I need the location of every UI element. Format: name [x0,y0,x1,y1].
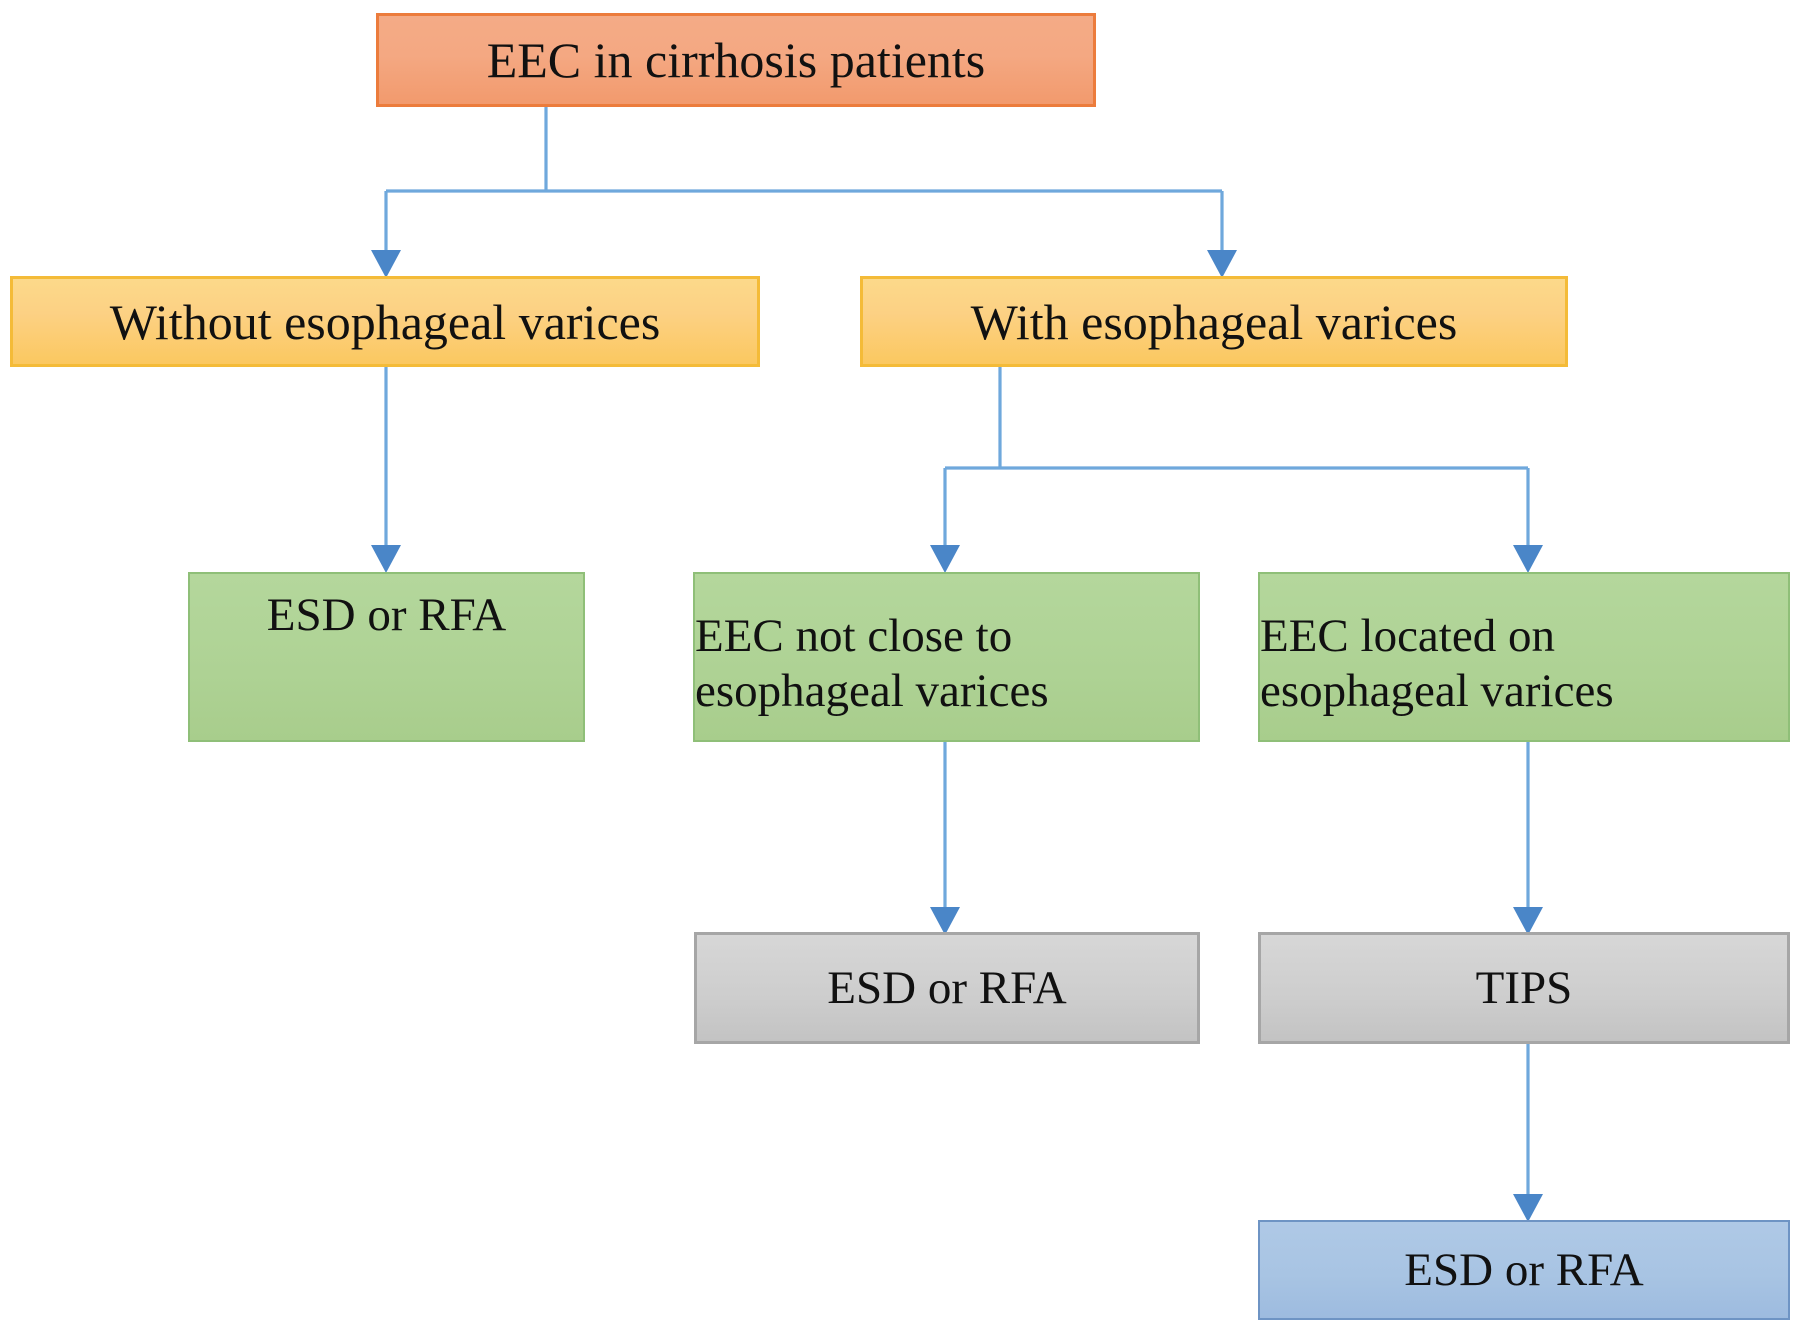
arrowhead-esd-rfa-3 [1513,1194,1543,1222]
arrowhead-no-varices [371,250,401,278]
node-label: ESD or RFA [266,589,507,641]
node-with-esophageal-varices[interactable]: With esophageal varices [860,276,1568,367]
node-label: ESD or RFA [1404,1243,1644,1296]
node-without-esophageal-varices[interactable]: Without esophageal varices [10,276,760,367]
arrowhead-tips [1513,907,1543,935]
node-esd-or-rfa-gray[interactable]: ESD or RFA [694,932,1200,1044]
node-label: Without esophageal varices [109,293,661,350]
node-label: EEC in cirrhosis patients [486,32,986,88]
node-label-line-2: esophageal varices [695,665,1049,717]
node-eec-not-close-to-esophageal-varices[interactable]: EEC not close to esophageal varices [693,572,1200,742]
node-label: With esophageal varices [970,293,1458,350]
node-label-line-1: EEC not close to [695,610,1013,663]
node-tips[interactable]: TIPS [1258,932,1790,1044]
arrowhead-with-varices [1207,250,1237,278]
arrowhead-located-on [1513,545,1543,573]
node-label-line-2: esophageal varices [1260,665,1614,717]
arrowhead-esd-rfa-2 [930,907,960,935]
node-eec-located-on-esophageal-varices[interactable]: EEC located on esophageal varices [1258,572,1790,742]
arrowhead-esd-rfa-1 [371,545,401,573]
node-label: TIPS [1475,961,1573,1014]
arrowhead-not-close [930,545,960,573]
node-eec-in-cirrhosis-patients[interactable]: EEC in cirrhosis patients [376,13,1096,107]
node-esd-or-rfa-green[interactable]: ESD or RFA [188,572,585,742]
node-label-line-1: EEC located on [1260,610,1555,663]
node-label: ESD or RFA [827,961,1067,1014]
node-esd-or-rfa-blue[interactable]: ESD or RFA [1258,1220,1790,1320]
